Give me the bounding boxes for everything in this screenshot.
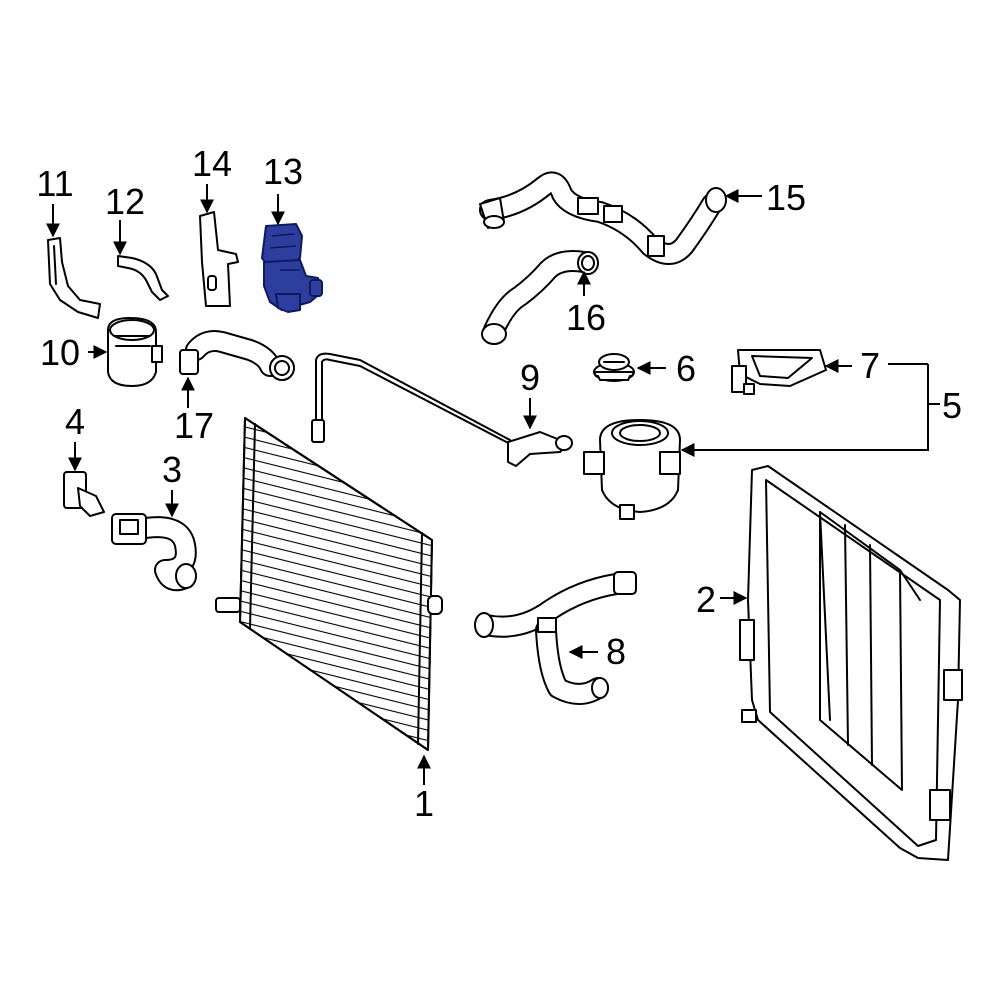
callout-2: 2 bbox=[696, 579, 716, 620]
callout-16: 16 bbox=[566, 297, 606, 338]
hose-8-part bbox=[474, 571, 637, 705]
callout-9: 9 bbox=[520, 357, 540, 398]
condenser-part bbox=[215, 417, 443, 751]
callout-15: 15 bbox=[766, 177, 806, 218]
callout-7: 7 bbox=[860, 345, 880, 386]
callout-1: 1 bbox=[414, 783, 434, 824]
bracket-11-part bbox=[47, 237, 101, 319]
cap-part bbox=[593, 353, 635, 382]
callout-5: 5 bbox=[942, 385, 962, 426]
sensor-4-part bbox=[63, 471, 105, 517]
hose-3-part bbox=[111, 513, 197, 592]
callout-10: 10 bbox=[40, 332, 80, 373]
pump-10-part bbox=[107, 317, 163, 387]
callout-6: 6 bbox=[676, 348, 696, 389]
callout-3: 3 bbox=[162, 449, 182, 490]
callout-13: 13 bbox=[263, 151, 303, 192]
callout-11: 11 bbox=[36, 163, 73, 204]
valve-13-highlighted-part bbox=[261, 223, 323, 313]
callout-12: 12 bbox=[105, 181, 145, 222]
callout-labels: 1 2 3 4 5 6 7 8 9 10 11 12 13 14 15 16 1… bbox=[36, 143, 962, 824]
leader-lines bbox=[46, 184, 940, 785]
hose-15-part bbox=[479, 171, 727, 265]
clamp-12-part bbox=[117, 255, 169, 301]
expansion-tank-part bbox=[583, 419, 681, 520]
bleed-line-9-part bbox=[311, 352, 573, 467]
fan-shroud-part bbox=[739, 465, 963, 861]
callout-4: 4 bbox=[65, 401, 85, 442]
callout-8: 8 bbox=[606, 631, 626, 672]
callout-17: 17 bbox=[174, 405, 214, 446]
hose-16-part bbox=[481, 250, 599, 345]
bracket-14-part bbox=[199, 211, 239, 307]
hose-17-part bbox=[179, 330, 295, 381]
callout-14: 14 bbox=[192, 143, 232, 184]
bracket-7-part bbox=[731, 349, 827, 395]
